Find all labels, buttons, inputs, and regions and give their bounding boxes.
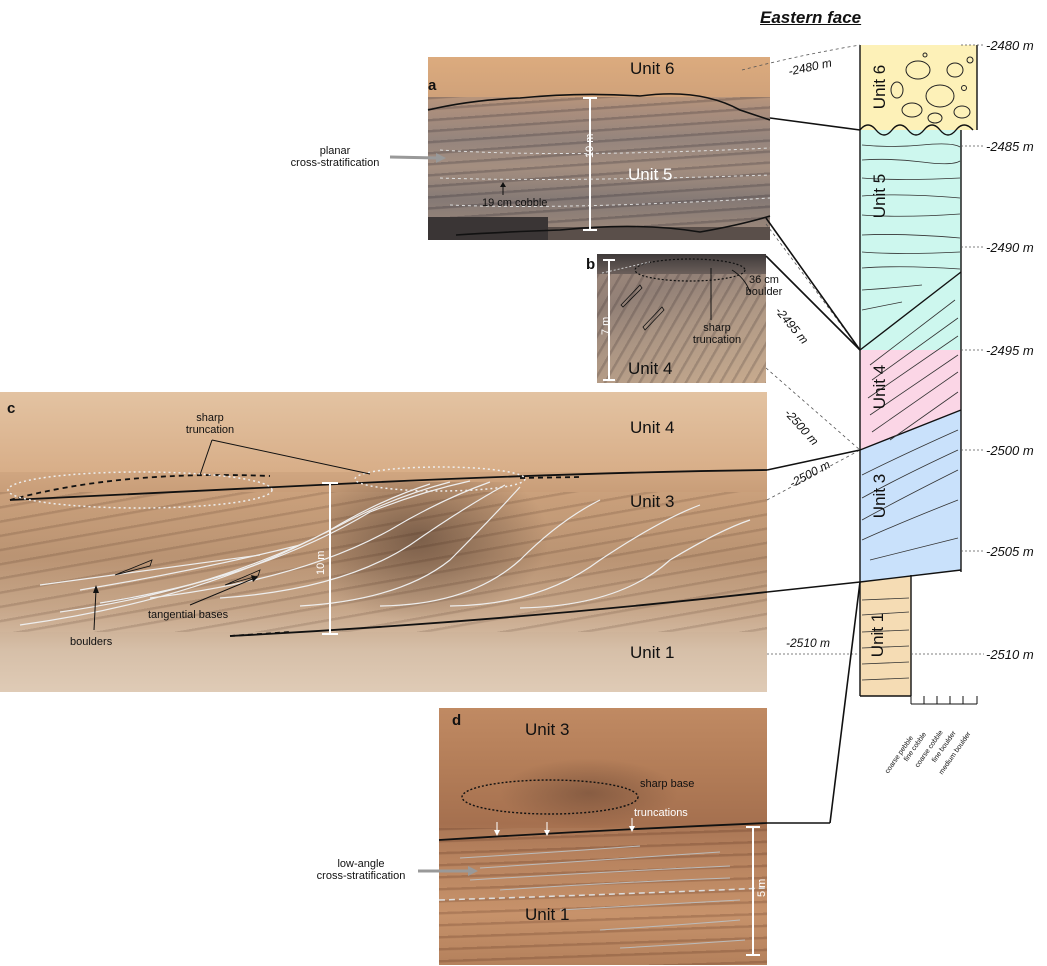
elev-right-2510: -2510 m [986,647,1034,662]
panel-d-letter: d [452,712,461,729]
panel-d-unit-3: Unit 3 [525,720,569,740]
panel-c-unit-3: Unit 3 [630,492,674,512]
elev-left-c-bottom: -2510 m [786,636,830,650]
panel-a-callout: planar cross-stratification [280,145,390,169]
panel-c-overlays [8,440,767,636]
elev-right-2490: -2490 m [986,240,1034,255]
panel-b-unit-4: Unit 4 [628,359,672,379]
panel-c-unit-1: Unit 1 [630,643,674,663]
panel-d-truncations-label: truncations [634,807,688,819]
panel-c-tangential-label: tangential bases [148,609,228,621]
panel-a-unit-6: Unit 6 [630,59,674,79]
elev-right-2495: -2495 m [986,343,1034,358]
panel-d-unit-1: Unit 1 [525,905,569,925]
grain-size-scale [911,696,977,704]
panel-b-boulder-label: 36 cm boulder [738,274,790,298]
column-unit-1-label: Unit 1 [868,613,888,657]
panel-c-scale: 10 m [315,551,327,575]
panel-b-overlays [602,259,750,380]
panel-b-scale: 7 m [600,317,612,335]
panel-d-overlays [418,780,767,955]
elev-right-2485: -2485 m [986,139,1034,154]
panel-b-letter: b [586,256,595,273]
panel-d-sharp-base-label: sharp base [640,778,694,790]
panel-b-truncation-label: sharp truncation [690,322,744,346]
panel-a-cobble-label: 19 cm cobble [482,197,547,209]
panel-a-unit-5: Unit 5 [628,165,672,185]
panel-a-letter: a [428,77,436,94]
column-unit-3-label: Unit 3 [870,474,890,518]
panel-d-scale: 5 m [756,879,768,897]
panel-c-letter: c [7,400,15,417]
panel-a-scale: 10 m [584,134,596,158]
panel-c-truncation-label: sharp truncation [170,412,250,436]
elev-right-2500: -2500 m [986,443,1034,458]
column-unit-5-label: Unit 5 [870,174,890,218]
column-unit-6-label: Unit 6 [870,65,890,109]
elev-right-2480: -2480 m [986,38,1034,53]
panel-a-overlays [390,94,770,235]
column-unit-4-label: Unit 4 [870,365,890,409]
panel-c-unit-4: Unit 4 [630,418,674,438]
panel-c-boulders-label: boulders [70,636,112,648]
elev-right-2505: -2505 m [986,544,1034,559]
unit6-clasts [891,53,973,123]
panel-d-callout: low-angle cross-stratification [305,858,417,882]
figure-title: Eastern face [760,8,861,28]
